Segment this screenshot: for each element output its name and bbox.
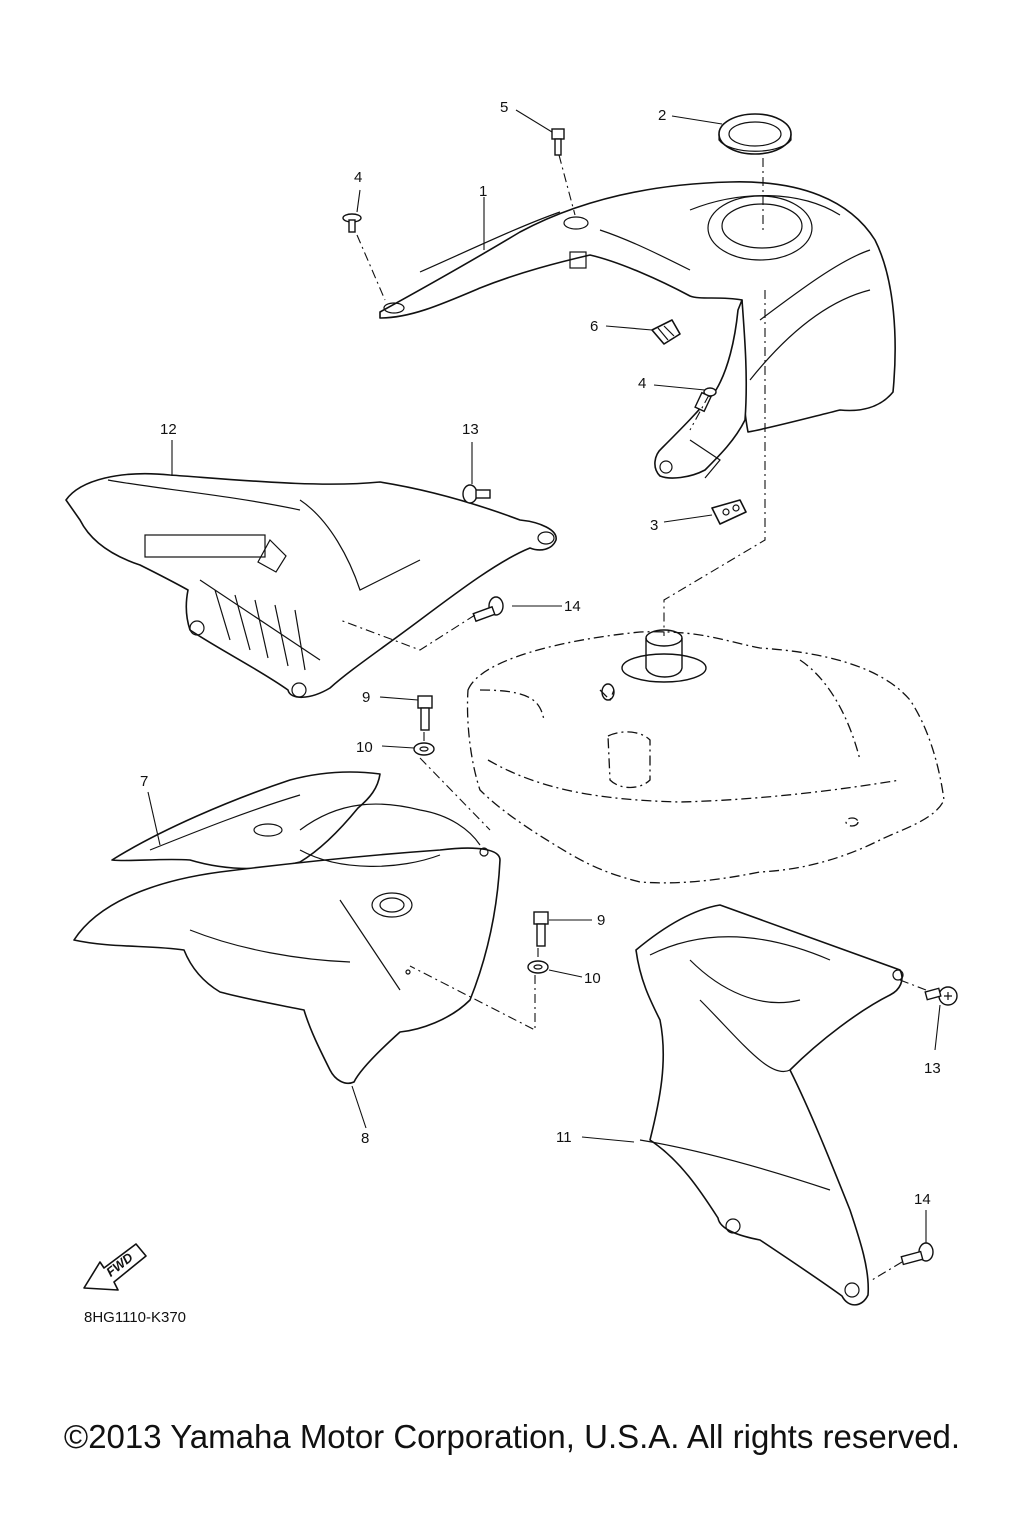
part-7-cover[interactable] xyxy=(111,771,381,870)
callout-numbers: 1 2 3 4 4 5 6 7 8 9 9 10 10 11 12 13 13 … xyxy=(140,99,941,1208)
part-12-side-cover[interactable] xyxy=(65,472,557,699)
part-3-clip[interactable] xyxy=(711,499,747,525)
callout-12: 12 xyxy=(160,421,177,438)
callout-3: 3 xyxy=(650,517,658,534)
part-13-screw-right[interactable] xyxy=(924,986,958,1006)
part-10-washer-upper[interactable] xyxy=(413,742,435,756)
callout-14-upper: 14 xyxy=(564,598,581,615)
callout-11: 11 xyxy=(556,1129,572,1146)
fwd-arrow-icon: FWD xyxy=(83,1243,147,1291)
part-1-bracket xyxy=(654,299,748,479)
callout-4-lower: 4 xyxy=(638,375,646,392)
part-1-tank-cover[interactable] xyxy=(379,181,896,433)
callout-7: 7 xyxy=(140,773,148,790)
callout-6: 6 xyxy=(590,318,598,335)
callout-9-upper: 9 xyxy=(362,689,370,706)
diagram-code: 8HG1110-K370 xyxy=(84,1309,187,1326)
callout-14-lower: 14 xyxy=(914,1191,931,1208)
callout-4-upper: 4 xyxy=(354,169,362,186)
copyright-notice: ©2013 Yamaha Motor Corporation, U.S.A. A… xyxy=(63,1418,961,1455)
part-14-screw-left[interactable] xyxy=(472,596,504,623)
assembly-lines xyxy=(339,154,927,1281)
part-4-screw-lower[interactable] xyxy=(694,387,717,413)
part-14-screw-right[interactable] xyxy=(900,1242,934,1266)
part-2-grommet[interactable] xyxy=(718,113,792,155)
callout-13-lower: 13 xyxy=(924,1060,941,1077)
part-9-bolt-upper[interactable] xyxy=(417,695,433,731)
fuel-tank xyxy=(466,629,945,884)
part-4-screw-upper[interactable] xyxy=(342,213,362,233)
callout-1: 1 xyxy=(479,183,487,200)
part-5-bolt[interactable] xyxy=(551,128,565,156)
callout-13-upper: 13 xyxy=(462,421,479,438)
callout-5: 5 xyxy=(500,99,508,116)
part-9-bolt-lower[interactable] xyxy=(533,911,549,947)
part-10-washer-lower[interactable] xyxy=(527,960,549,974)
part-13-screw-left[interactable] xyxy=(462,484,491,504)
part-11-side-cover[interactable] xyxy=(635,904,904,1306)
part-8-cover[interactable] xyxy=(73,803,501,1085)
leader-lines xyxy=(147,109,941,1243)
callout-8: 8 xyxy=(361,1130,369,1147)
callout-10-lower: 10 xyxy=(584,970,601,987)
callout-10-upper: 10 xyxy=(356,739,373,756)
callout-9-lower: 9 xyxy=(597,912,605,929)
callout-2: 2 xyxy=(658,107,666,124)
part-6-clip[interactable] xyxy=(651,319,681,345)
